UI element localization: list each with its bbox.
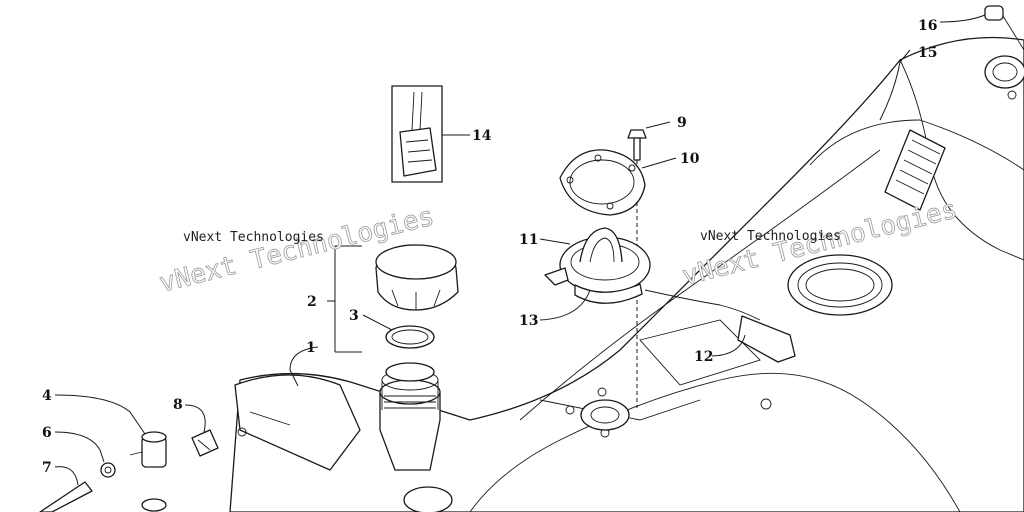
wiring-harness-detail (391, 85, 443, 183)
callout-3: 3 (349, 308, 359, 324)
vent-valve (129, 431, 167, 512)
callout-labels: 1 2 3 4 6 7 8 9 10 11 12 13 14 15 16 (42, 18, 937, 476)
watermark-left-small: vNext Technologies (183, 230, 324, 245)
callout-6: 6 (42, 425, 52, 441)
callout-12: 12 (694, 349, 713, 365)
sensor-plate-pattern (895, 139, 941, 195)
tank-cap-knob (984, 5, 1024, 51)
callout-16: 16 (918, 18, 937, 34)
callout-4: 4 (42, 388, 52, 404)
callout-11: 11 (519, 232, 538, 248)
fuel-pump-assembly (544, 227, 651, 304)
callout-13: 13 (519, 313, 538, 329)
gas-cap (375, 244, 459, 311)
callout-1: 1 (306, 340, 316, 356)
mounting-screw (627, 129, 647, 161)
cap-gasket (385, 325, 435, 349)
callout-8: 8 (173, 397, 183, 413)
watermark-right-small: vNext Technologies (700, 229, 841, 244)
vent-hose (39, 481, 93, 512)
callout-2: 2 (307, 294, 317, 310)
fuel-level-sensor (644, 289, 796, 363)
callout-14: 14 (472, 128, 492, 144)
callout-15: 15 (918, 45, 937, 61)
leader-lines (54, 14, 986, 486)
hose-clamp (100, 462, 116, 478)
pump-gasket (559, 149, 646, 216)
callout-9: 9 (677, 115, 687, 131)
callout-7: 7 (42, 460, 52, 476)
hose-clip (191, 429, 219, 457)
filler-neck (234, 362, 441, 471)
fuel-tank (229, 36, 1024, 512)
callout-10: 10 (680, 151, 700, 167)
